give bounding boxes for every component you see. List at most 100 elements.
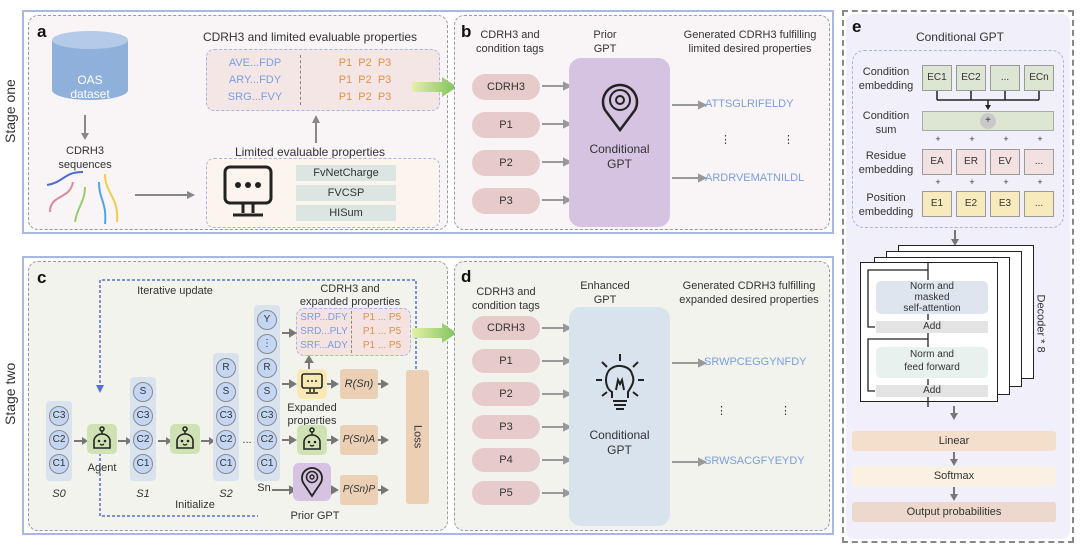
agent-label: Agent	[87, 462, 117, 474]
sequence-3: SRG...FVY	[227, 91, 283, 103]
property-row-3: P1 P2 P3	[338, 91, 392, 103]
expanded-seq-2: SRD...PLY	[300, 326, 348, 337]
panel-d-input-p1: P1	[472, 349, 540, 373]
evaluator-hisum: HISum	[296, 205, 396, 221]
table-divider	[351, 311, 352, 353]
residue-embedding-r: ER	[956, 149, 986, 175]
arrow-right	[201, 437, 215, 445]
panel-a-letter: a	[37, 22, 47, 41]
residue-embedding-v: EV	[990, 149, 1020, 175]
sum-icon: +	[980, 113, 996, 129]
token-c2: C2	[257, 430, 277, 450]
feed-forward-block	[876, 347, 988, 378]
database-icon	[52, 31, 128, 100]
token-s: S	[257, 382, 277, 402]
stage-two-label: Stage two	[2, 362, 18, 425]
panel-d-model-label-1: Conditional	[589, 428, 650, 442]
panel-d-input-p3: P3	[472, 415, 540, 439]
expanded-property-table	[296, 308, 411, 356]
panel-e-frame	[842, 10, 1074, 543]
monitor-icon	[223, 165, 273, 217]
table-title: CDRH3 and limited evaluable properties	[202, 30, 418, 44]
panel-b-input-p2: P2	[472, 150, 540, 176]
panel-d-input-p5: P5	[472, 481, 540, 505]
plus-sign: +	[935, 177, 941, 187]
robot-icon	[93, 426, 111, 449]
feed-forward-label-1: Norm and	[910, 349, 954, 360]
panel-d-model-title-1: Enhanced	[580, 280, 630, 292]
prior-gpt-icon	[601, 83, 639, 133]
residue-embedding-label-1: Residue	[865, 150, 907, 162]
panel-d-output-1: SRWPCEGGYNFDY	[704, 356, 807, 368]
panel-d-ellipsis-2: ⋮	[780, 405, 791, 417]
arrow-right	[135, 191, 195, 199]
sequence-property-table	[206, 49, 440, 111]
token-ellipsis: ⋮	[257, 334, 277, 354]
table-divider	[300, 55, 301, 105]
token-r: R	[216, 358, 236, 378]
condition-embedding-n: ECn	[1024, 65, 1054, 91]
token-s: S	[133, 382, 153, 402]
condition-embedding-label-2: embedding	[858, 80, 914, 92]
reward-box: R(Sn)	[340, 369, 378, 399]
condition-embedding-2: EC2	[956, 65, 986, 91]
panel-b-output-2: ARDRVEMATNILDL	[705, 172, 805, 184]
prior-probability-box: P(Sn)P	[340, 475, 378, 505]
decoder-residual-lines	[867, 262, 929, 407]
position-embedding-label-1: Position	[866, 192, 906, 204]
panel-d-output-arrows	[672, 358, 708, 467]
panel-d-input-cdrh3: CDRH3	[472, 316, 540, 340]
token-s: S	[216, 382, 236, 402]
loss-label: Loss	[411, 424, 424, 449]
expanded-seq-1: SRP...DFY	[300, 312, 348, 323]
attention-label-2: masked	[914, 292, 950, 303]
expanded-props-2: P1 ... P5	[362, 326, 402, 337]
position-embedding-label-2: embedding	[858, 206, 914, 218]
token-c2: C2	[49, 430, 69, 450]
panel-b-output-1: ATTSGLRIFELDY	[705, 98, 794, 110]
panel-d-letter: d	[461, 267, 472, 286]
arrow-down	[951, 230, 959, 246]
database-label-1: OAS	[77, 73, 103, 87]
panel-b-ellipsis-1: ⋮	[720, 134, 731, 146]
position-embedding-2: E2	[956, 191, 986, 217]
plus-sign: +	[1037, 134, 1043, 144]
plus-sign: +	[1003, 177, 1009, 187]
token-c3: C3	[216, 406, 236, 426]
embedding-block	[852, 50, 1064, 228]
agent-box	[170, 424, 200, 454]
panel-d-outputs-title-1: Generated CDRH3 fulfilling	[682, 280, 816, 292]
arrow-right	[74, 437, 88, 445]
token-c1: C1	[133, 454, 153, 474]
panel-b-input-p1: P1	[472, 112, 540, 138]
softmax-layer: Softmax	[852, 466, 1056, 486]
stage-arrow-ab	[412, 77, 457, 97]
panel-d-outputs-title-2: expanded desired properties	[679, 294, 819, 306]
token-c3: C3	[49, 406, 69, 426]
state-s0-label: S0	[52, 488, 66, 500]
sn-input-label: Sn	[257, 482, 271, 494]
property-row-1: P1 P2 P3	[338, 57, 392, 69]
initialize-label: Initialize	[175, 499, 215, 511]
arrow-down	[81, 115, 89, 140]
condition-sum-label-1: Condition	[862, 110, 910, 122]
panel-e-letter: e	[852, 17, 862, 36]
condition-embedding-ellipsis: ...	[990, 65, 1020, 91]
plus-sign: +	[969, 177, 975, 187]
panel-d-input-p2: P2	[472, 382, 540, 406]
attention-label-1: Norm and	[910, 281, 954, 292]
decoder-count-label: Decoder * 8	[1034, 294, 1047, 353]
condition-embedding-1: EC1	[922, 65, 952, 91]
panel-d-inputs-title-2: condition tags	[472, 300, 540, 312]
iterative-update-label: Iterative update	[137, 285, 213, 297]
panel-b-input-p3: P3	[472, 188, 540, 214]
sequence-1: AVE...FDP	[228, 57, 282, 69]
condition-sum-label-2: sum	[875, 124, 897, 136]
arrow-down	[950, 487, 958, 501]
position-embedding-1: E1	[922, 191, 952, 217]
robot-icon	[303, 427, 321, 450]
token-r: R	[257, 358, 277, 378]
token-c3: C3	[257, 406, 277, 426]
agent-probability-box: P(Sn)A	[340, 425, 378, 455]
panel-b-ellipsis-2: ⋮	[783, 134, 794, 146]
